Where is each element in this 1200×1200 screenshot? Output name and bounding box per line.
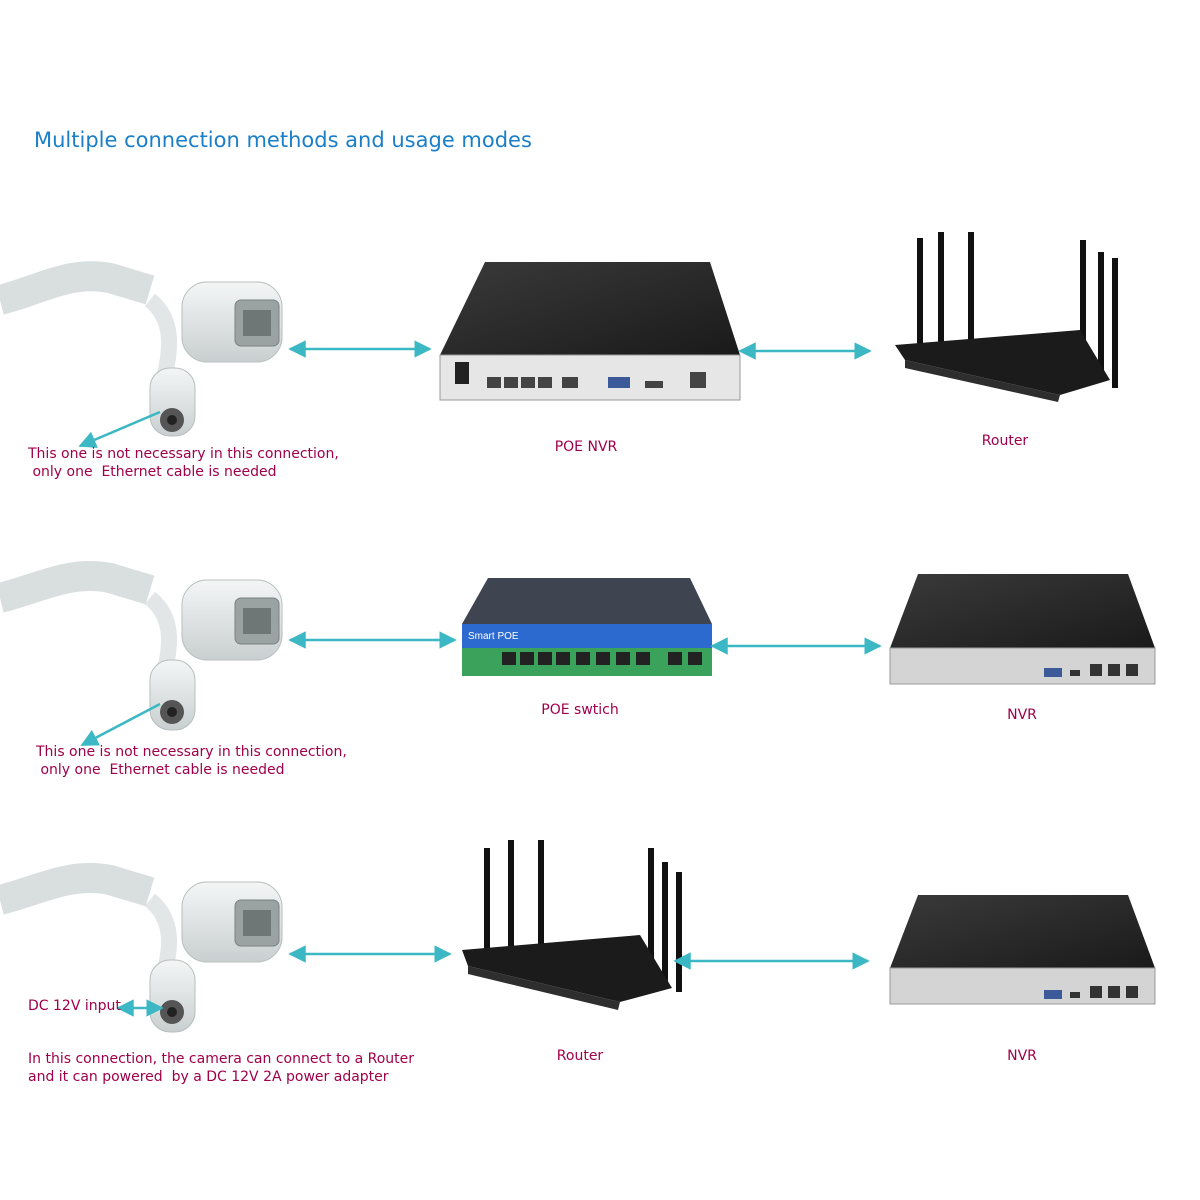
router-device-3: [462, 840, 682, 1010]
label-dc-input: DC 12V input: [28, 998, 121, 1014]
camera-cable-3: [0, 863, 283, 1033]
label-poe-nvr: POE NVR: [554, 439, 618, 455]
label-nvr-2: NVR: [1007, 707, 1037, 723]
label-poe-switch: POE swtich: [541, 702, 619, 718]
note-row2-line1: This one is not necessary in this connec…: [36, 744, 347, 760]
camera-cable-2: [0, 561, 283, 731]
nvr-device-3: [889, 895, 1156, 1005]
note-row3-line2: and it can powered by a DC 12V 2A power …: [28, 1069, 389, 1085]
note-row1-line1: This one is not necessary in this connec…: [28, 446, 339, 462]
note-row2-line2: only one Ethernet cable is needed: [36, 762, 285, 778]
poe-nvr-device: [439, 262, 741, 401]
label-router-3: Router: [556, 1048, 604, 1064]
switch-brand-text: Smart POE: [468, 631, 519, 642]
label-nvr-3: NVR: [1007, 1048, 1037, 1064]
nvr-device-2: [889, 574, 1156, 685]
router-device-1: [895, 232, 1118, 402]
page-title: Multiple connection methods and usage mo…: [34, 128, 532, 152]
label-router-1: Router: [981, 433, 1029, 449]
note-row3-line1: In this connection, the camera can conne…: [28, 1051, 415, 1067]
poe-switch-device: [462, 578, 712, 676]
note-row1-line2: only one Ethernet cable is needed: [28, 464, 277, 480]
camera-cable-1: [0, 261, 283, 437]
